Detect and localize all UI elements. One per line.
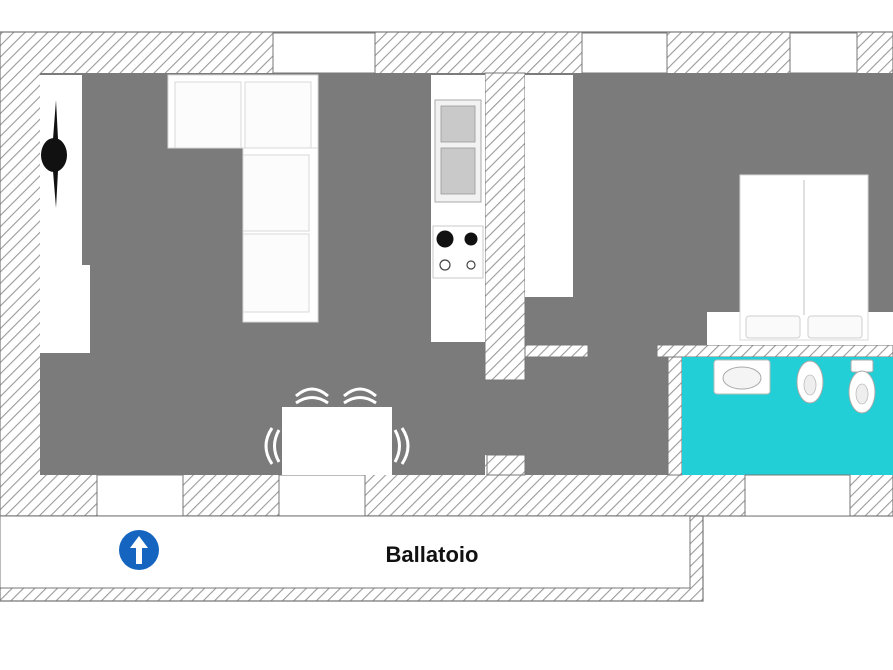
- wardrobe: [525, 75, 573, 297]
- window-bottom-1: [96, 474, 184, 517]
- chair-top-right: [343, 387, 377, 405]
- sofa: [167, 74, 319, 323]
- ceiling-fan-icon: [41, 100, 67, 208]
- sink-icon: [713, 359, 771, 395]
- corridor-label: Ballatoio: [386, 542, 479, 567]
- fridge: [434, 99, 482, 203]
- double-bed: [707, 174, 893, 345]
- bathroom: [656, 344, 893, 476]
- windows: [96, 32, 858, 517]
- window-top-2: [581, 32, 668, 74]
- toilet-icon: [848, 359, 876, 414]
- kitchen-counter: [431, 75, 485, 342]
- chair-right: [393, 427, 410, 465]
- corridor: [0, 515, 704, 602]
- chair-top-left: [295, 387, 329, 405]
- window-bottom-3: [744, 474, 851, 517]
- partition-stub: [486, 454, 526, 476]
- chair-left: [264, 427, 281, 465]
- window-top-3: [789, 32, 858, 74]
- dining-table: [264, 387, 410, 475]
- left-cabinet: [40, 75, 90, 353]
- stove-icon: [432, 225, 484, 279]
- window-top-1: [272, 32, 376, 74]
- bidet-icon: [796, 360, 824, 404]
- window-bottom-2: [278, 474, 366, 517]
- doorway-gap: [485, 380, 525, 455]
- north-arrow-icon: [119, 530, 159, 570]
